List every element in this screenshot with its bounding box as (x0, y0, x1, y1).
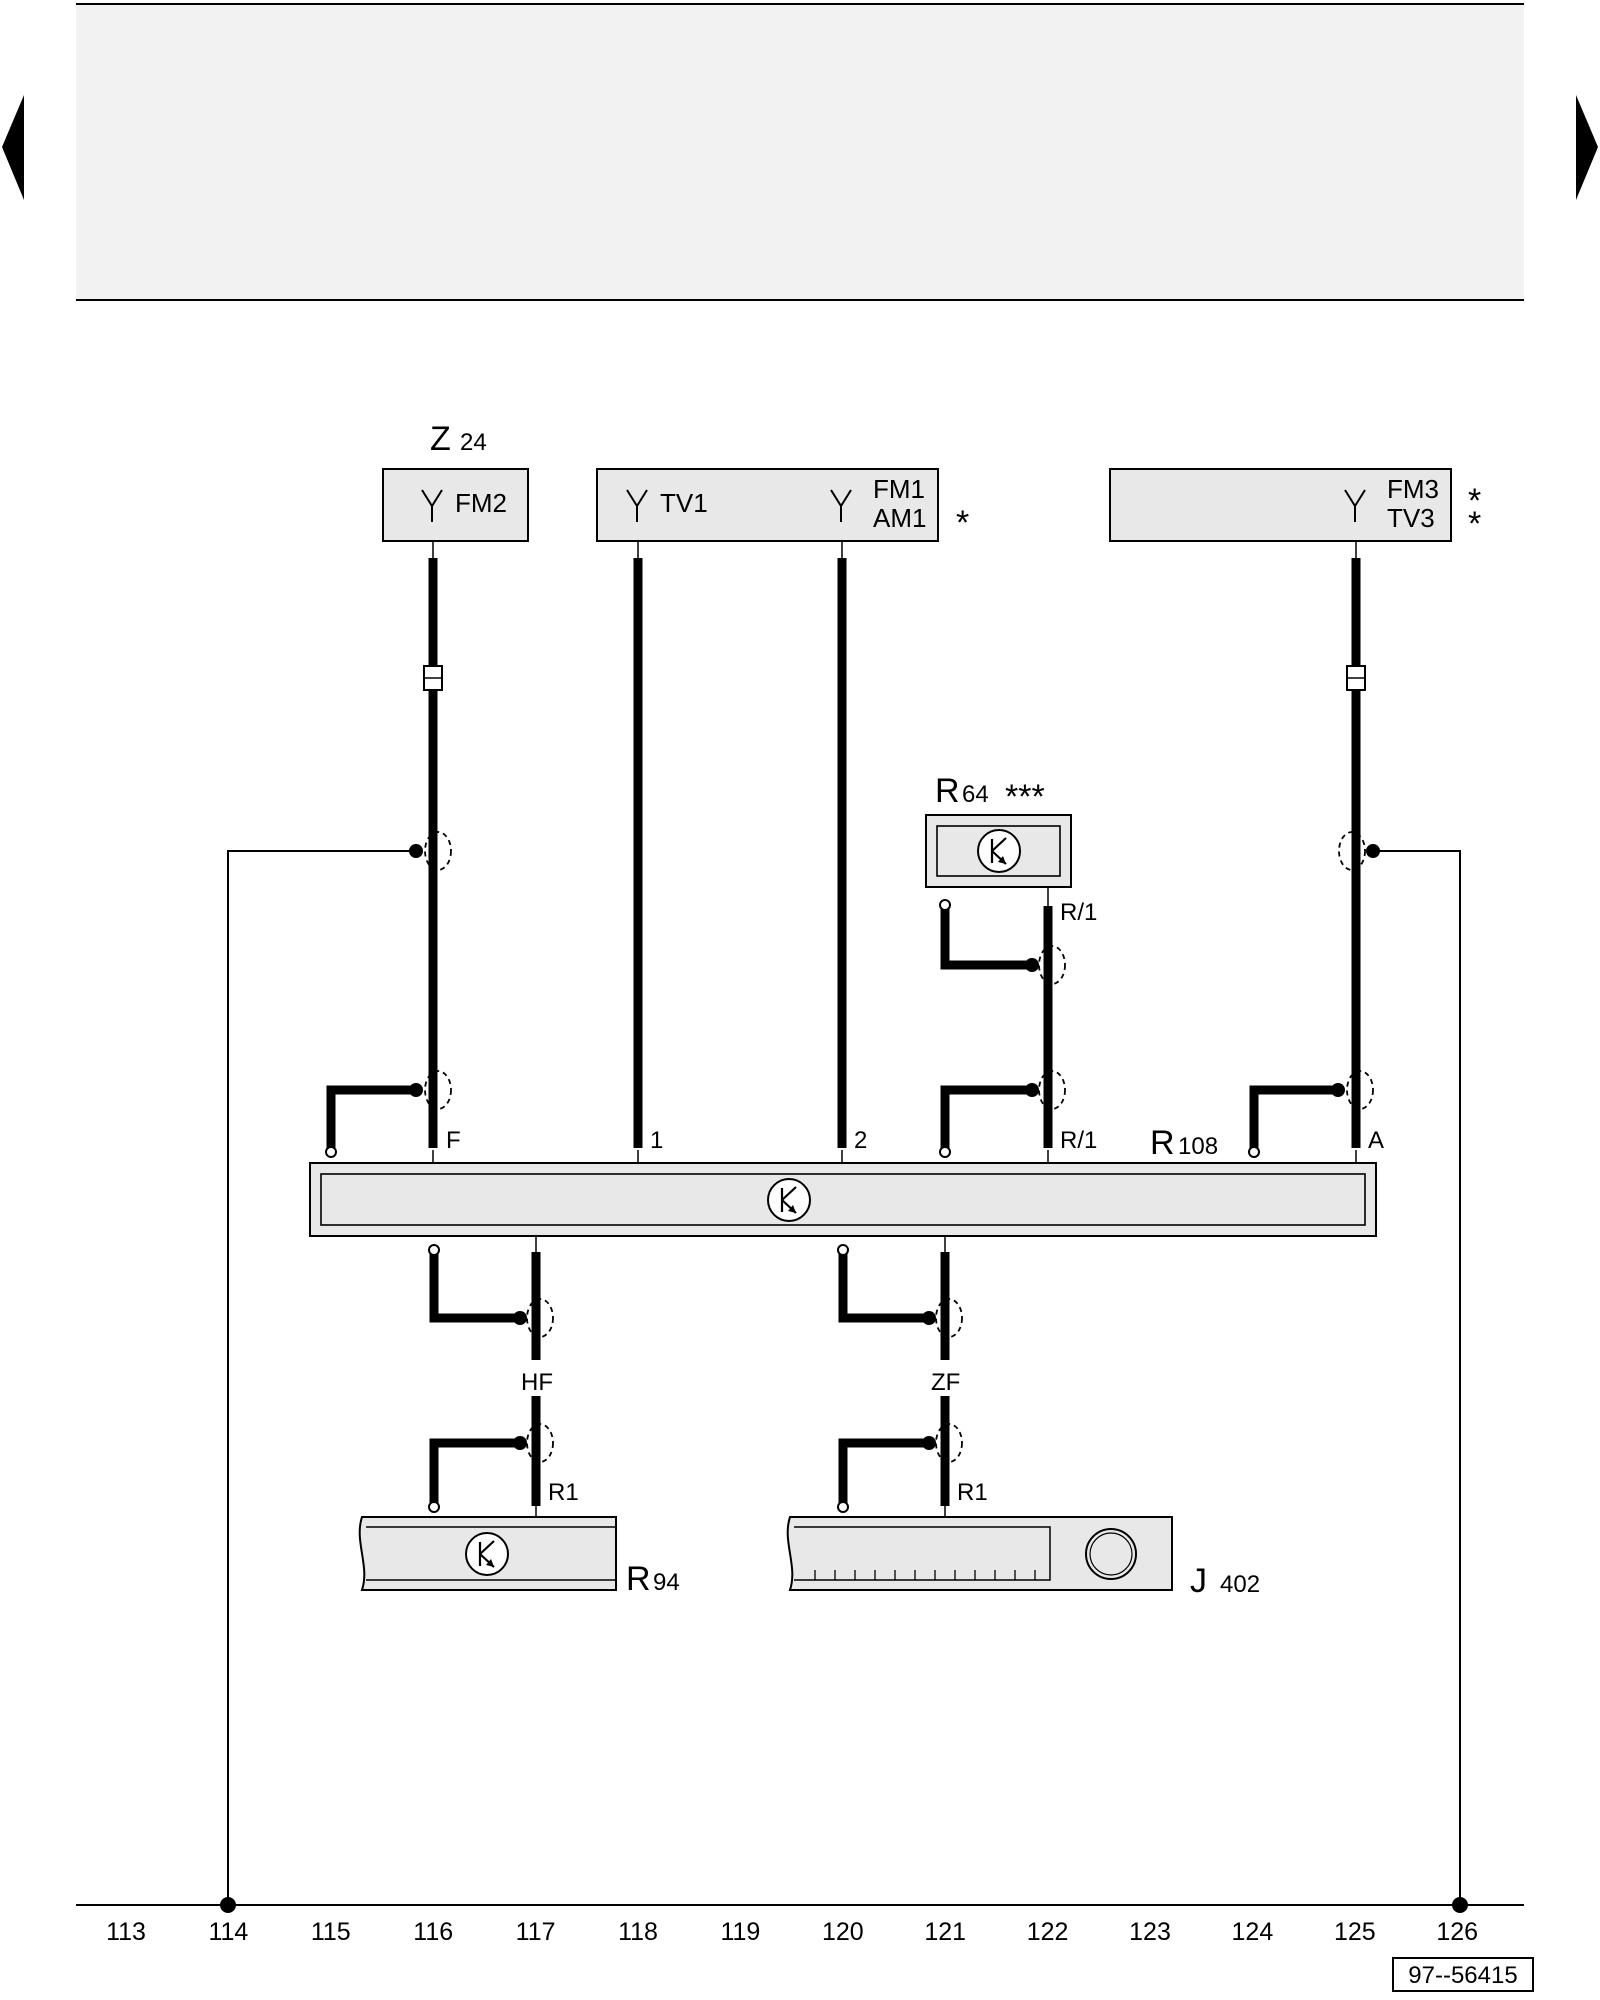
r64-name: R (935, 772, 960, 810)
fm1-label: FM1 (873, 474, 925, 504)
grid-number: 126 (1436, 1918, 1478, 1946)
grid-number: 120 (822, 1918, 864, 1946)
amplifier-icon (465, 1532, 509, 1576)
r108-box (309, 1162, 1377, 1237)
r64-component: R 64 *** (925, 772, 1072, 888)
j402-number: 402 (1220, 1571, 1260, 1598)
shield-markers (424, 831, 1374, 1463)
triangle-left-icon[interactable] (2, 95, 24, 200)
grid-number: 116 (413, 1918, 453, 1946)
grid-number: 125 (1334, 1918, 1376, 1946)
grid-number: 118 (618, 1918, 658, 1946)
grid-number: 124 (1232, 1918, 1274, 1946)
antenna-icon (626, 489, 648, 522)
display-scale (814, 1570, 1036, 1580)
j402-component: R1 J 402 (786, 1479, 1260, 1600)
j402-pin-label: R1 (957, 1479, 988, 1506)
antenna-box-right: FM3 TV3 * * (1109, 468, 1481, 543)
header-panel (76, 4, 1524, 300)
antenna-box-mid-frame (596, 468, 939, 542)
junction-dots (409, 844, 1380, 1450)
grid-number: 119 (720, 1918, 760, 1946)
pin-label-1: 1 (650, 1127, 663, 1154)
grid-number: 114 (208, 1918, 248, 1946)
amplifier-icon (767, 1178, 811, 1222)
j402-name: J (1190, 1562, 1207, 1600)
footnote-mark: * (1468, 482, 1481, 520)
dial-icon (1085, 1528, 1137, 1580)
grid-number: 117 (516, 1918, 556, 1946)
r94-pin-label: R1 (548, 1479, 579, 1506)
antenna-icon (1344, 489, 1366, 522)
r108-name: R (1150, 1124, 1175, 1162)
triangle-right-icon[interactable] (1576, 95, 1598, 200)
footnote-mark: * (956, 504, 969, 542)
antenna-box-mid: TV1 FM1 AM1 * (596, 468, 969, 542)
r94-component: R1 R 94 (358, 1479, 680, 1598)
wire-label-zf: ZF (931, 1369, 960, 1396)
r108-inner-frame (320, 1173, 1366, 1226)
connector-pins (325, 899, 1260, 1513)
j402-box (786, 1516, 1173, 1591)
r108-component: R 108 F 1 2 R/1 A (309, 1124, 1384, 1237)
z24-component: Z 24 FM2 (382, 420, 529, 542)
grid-number: 123 (1129, 1918, 1171, 1946)
r108-number: 108 (1178, 1133, 1218, 1160)
r94-name: R (626, 1560, 651, 1598)
r64-inner-frame (936, 825, 1061, 877)
r64-pin-label: R/1 (1060, 899, 1097, 926)
grid-number: 121 (924, 1918, 966, 1946)
pin-label-f: F (446, 1127, 461, 1154)
z24-label: FM2 (455, 488, 507, 518)
tv3-label: TV3 (1387, 503, 1435, 533)
z24-name: Z (430, 420, 451, 458)
pin-label-a: A (1368, 1127, 1384, 1154)
diagram-id: 97--56415 (1408, 1962, 1517, 1989)
tv1-label: TV1 (660, 488, 708, 518)
grid-number: 122 (1027, 1918, 1069, 1946)
pin-label-r1: R/1 (1060, 1127, 1097, 1154)
z24-number: 24 (460, 429, 487, 456)
antenna-icon (830, 489, 852, 522)
grid-number: 115 (311, 1918, 351, 1946)
r64-note: *** (1005, 778, 1045, 816)
footnote-mark: * (1468, 505, 1481, 543)
grid-number: 113 (106, 1918, 146, 1946)
ground-lines (76, 850, 1524, 1913)
grid-numbers: 113 114 115 116 117 118 119 120 121 122 123 124 125 1… (106, 1918, 1478, 1946)
coax-wires (326, 558, 1361, 1506)
diagram-id-box (1392, 1957, 1534, 1992)
fm3-label: FM3 (1387, 474, 1439, 504)
coax-pin-ticks (432, 541, 1357, 1520)
am1-label: AM1 (873, 503, 926, 533)
antenna-box-right-frame (1109, 468, 1452, 542)
pin-label-2: 2 (854, 1127, 867, 1154)
z24-box (382, 468, 529, 542)
amplifier-icon (977, 829, 1021, 873)
antenna-icon (421, 489, 443, 522)
inline-connectors (423, 665, 1366, 691)
wire-label-hf: HF (521, 1369, 553, 1396)
r94-number: 94 (653, 1569, 680, 1596)
r64-number: 64 (962, 781, 989, 808)
